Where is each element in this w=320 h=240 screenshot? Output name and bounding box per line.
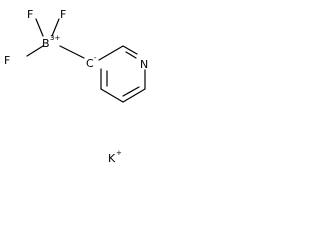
atom-boron: B <box>42 37 50 50</box>
atom-f-top-right: F <box>60 8 66 21</box>
bond-b-f-top-right <box>51 18 60 37</box>
structure-diagram: F F F B 3+ C - N K + <box>0 0 158 168</box>
bond-b-f-top-left <box>35 18 44 37</box>
boron-charge: 3+ <box>50 34 60 42</box>
bond-c2-n-single <box>122 45 138 55</box>
atom-potassium: K <box>108 152 116 165</box>
molecule-svg: F F F B 3+ C - N K + <box>4 8 148 165</box>
potassium-charge: + <box>116 149 122 157</box>
carbanion-charge: - <box>94 54 97 62</box>
atom-labels: F F F B 3+ C - N K + <box>4 8 148 165</box>
bond-b-f-left <box>26 45 44 57</box>
bond-b-c <box>59 45 85 59</box>
atom-nitrogen: N <box>140 58 148 71</box>
atom-f-top-left: F <box>27 8 33 21</box>
atom-f-left: F <box>4 54 10 67</box>
bond-c5-c4 <box>100 88 124 103</box>
bonds <box>26 18 146 103</box>
bond-c2-n-double <box>125 51 137 59</box>
bond-c6-c5-double <box>122 86 140 97</box>
bond-c3-c2 <box>98 45 124 61</box>
atom-carbanion: C <box>86 57 94 70</box>
bond-c6-c5-single <box>122 88 146 103</box>
